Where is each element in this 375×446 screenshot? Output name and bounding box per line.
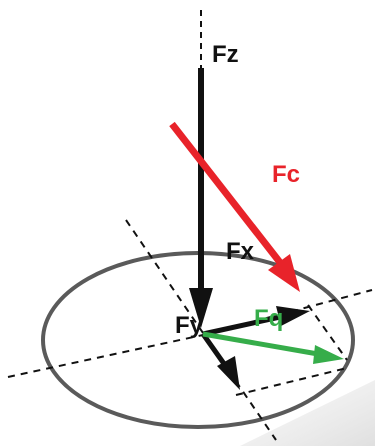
parallelogram-dashed-side <box>307 304 348 361</box>
parallelogram-dashed-bottom <box>235 367 348 396</box>
label-fq: Fq <box>254 305 283 332</box>
fq-arrow-shaft <box>202 331 319 357</box>
fx-arrow-head <box>276 306 310 326</box>
label-fz: Fz <box>212 41 239 68</box>
fc-arrow-head <box>268 254 300 292</box>
axis-dashed-lower-left <box>7 334 204 378</box>
fx-arrow-shaft <box>202 314 281 337</box>
fy-arrow-shaft <box>200 332 230 370</box>
shadow-block <box>240 380 375 446</box>
label-fy: Fy <box>175 312 204 339</box>
fc-arrow-shaft <box>169 121 285 268</box>
fq-arrow-head <box>313 345 344 364</box>
axis-dashed-diagonal <box>125 219 277 441</box>
fy-arrow-head <box>217 356 240 390</box>
fz-arrow-head <box>189 288 213 328</box>
label-fx: Fx <box>226 238 255 265</box>
label-fc: Fc <box>272 161 300 188</box>
